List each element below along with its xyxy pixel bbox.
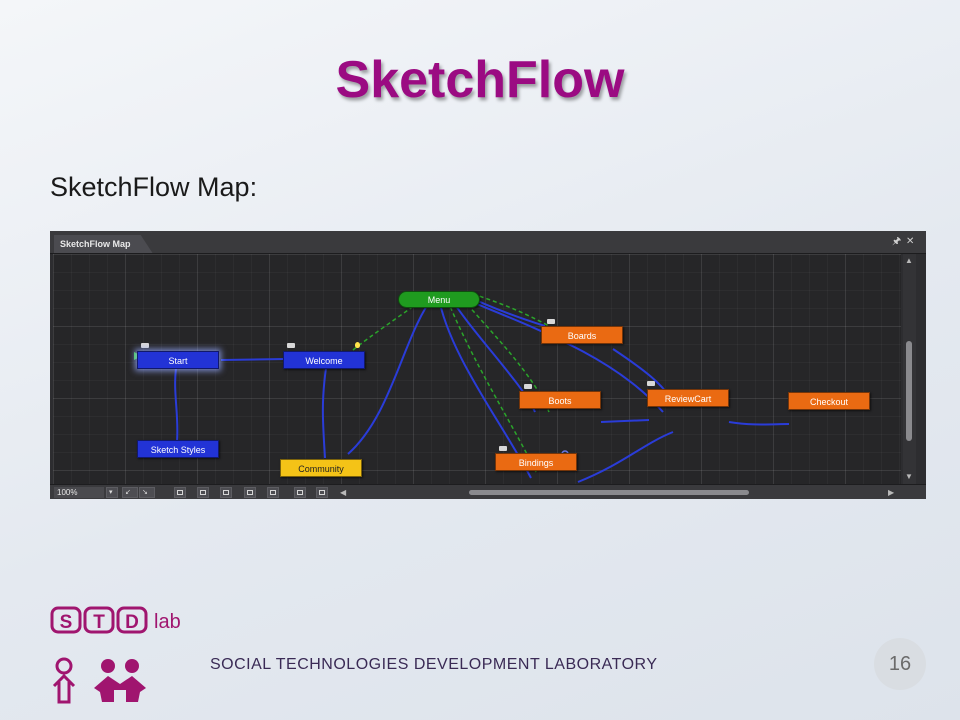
- zoom-select[interactable]: 100%: [54, 487, 104, 498]
- panel-tab-bar: SketchFlow Map 🖈 ✕: [50, 231, 926, 254]
- logo-letter-t: T: [93, 612, 105, 633]
- new-component-button[interactable]: [197, 487, 209, 498]
- new-screen-button[interactable]: [174, 487, 186, 498]
- logo-letter-d: D: [125, 612, 139, 633]
- link-menu-boards-dashed: [472, 293, 550, 327]
- vertical-scroll-thumb[interactable]: [906, 341, 912, 441]
- note-icon: [547, 319, 555, 324]
- scroll-up-icon[interactable]: ▲: [905, 256, 913, 265]
- node-boots[interactable]: Boots: [519, 391, 601, 409]
- close-icon[interactable]: ✕: [906, 236, 915, 247]
- footer-lab-name: SOCIAL TECHNOLOGIES DEVELOPMENT LABORATO…: [210, 656, 658, 673]
- page-number: 16: [874, 638, 926, 690]
- note-icon: [499, 446, 507, 451]
- delete-node-button[interactable]: [220, 487, 232, 498]
- node-checkout[interactable]: Checkout: [788, 392, 870, 410]
- horizontal-scroll-thumb[interactable]: [469, 490, 749, 495]
- node-bindings[interactable]: Bindings: [495, 453, 577, 471]
- map-toolbar: 100% ▾ ↙ ↘ ◀ ▶: [50, 484, 926, 499]
- arrange-button[interactable]: [267, 487, 279, 498]
- screen-view-button[interactable]: [294, 487, 306, 498]
- slide-title: SketchFlow: [335, 51, 625, 109]
- redo-button[interactable]: ↘: [139, 487, 155, 498]
- link-community-menu: [347, 293, 436, 455]
- horizontal-scrollbar[interactable]: ◀ ▶: [338, 487, 898, 498]
- map-canvas[interactable]: Menu Start Welcome Sketch Styles Communi…: [53, 254, 901, 484]
- lightbulb-icon: [355, 342, 360, 348]
- node-boards[interactable]: Boards: [541, 326, 623, 344]
- link-welcome-community: [321, 367, 327, 459]
- logo-graphic: S T D lab: [50, 606, 181, 704]
- scroll-down-icon[interactable]: ▼: [905, 472, 913, 481]
- link-reviewcart-checkout: [728, 421, 790, 426]
- sketchflow-map-panel: SketchFlow Map 🖈 ✕: [50, 231, 926, 499]
- scroll-left-icon[interactable]: ◀: [340, 488, 347, 497]
- node-welcome[interactable]: Welcome: [283, 351, 365, 369]
- slide-subtitle: SketchFlow Map:: [50, 172, 258, 202]
- logo-letter-s: S: [60, 612, 73, 633]
- scroll-right-icon[interactable]: ▶: [888, 488, 895, 497]
- note-icon: [287, 343, 295, 348]
- note-icon: [647, 381, 655, 386]
- node-community[interactable]: Community: [280, 459, 362, 477]
- undo-button[interactable]: ↙: [122, 487, 138, 498]
- zoom-dropdown-button[interactable]: ▾: [106, 487, 118, 498]
- link-start-sketchstyles: [174, 367, 179, 443]
- node-sketch-styles[interactable]: Sketch Styles: [137, 440, 219, 458]
- node-review-cart[interactable]: ReviewCart: [647, 389, 729, 407]
- link-bindings-reviewcart: [577, 431, 674, 483]
- note-icon: [141, 343, 149, 348]
- navigation-view-button[interactable]: [316, 487, 328, 498]
- std-lab-logo: S T D lab: [50, 606, 190, 706]
- tab-sketchflow-map[interactable]: SketchFlow Map: [54, 235, 153, 253]
- link-menu-bindings-dashed: [444, 293, 538, 475]
- node-menu[interactable]: Menu: [398, 291, 480, 308]
- link-start-welcome: [220, 358, 286, 361]
- vertical-scrollbar[interactable]: ▲ ▼: [903, 254, 916, 484]
- node-start[interactable]: Start: [137, 351, 219, 369]
- fit-to-view-button[interactable]: [244, 487, 256, 498]
- link-boots-reviewcart: [600, 419, 650, 423]
- pin-icon[interactable]: 🖈: [892, 236, 902, 247]
- logo-lab-text: lab: [154, 611, 181, 633]
- note-icon: [524, 384, 532, 389]
